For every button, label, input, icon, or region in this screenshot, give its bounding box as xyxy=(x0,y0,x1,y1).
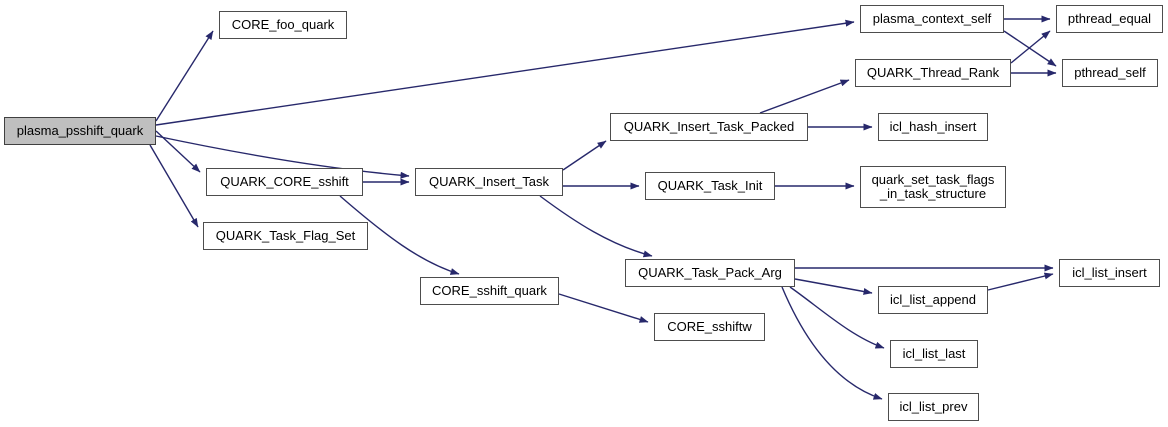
edge-QUARK_Insert_Task-to-QUARK_Task_Pack_Arg xyxy=(539,195,653,258)
node-label-QUARK_Task_Flag_Set: QUARK_Task_Flag_Set xyxy=(215,228,356,243)
edge-plasma_psshift_quark-to-CORE_foo_quark xyxy=(155,30,214,122)
node-label-quark_set_task_flags_in_task_structure: quark_set_task_flags _in_task_structure xyxy=(871,172,995,201)
edge-plasma_context_self-to-pthread_self xyxy=(1003,30,1057,67)
edge-icl_list_append-to-icl_list_insert xyxy=(987,272,1054,291)
node-label-icl_hash_insert: icl_hash_insert xyxy=(889,119,977,134)
node-label-QUARK_CORE_sshift: QUARK_CORE_sshift xyxy=(220,174,349,189)
node-icl_hash_insert[interactable]: icl_hash_insert xyxy=(878,113,988,141)
node-label-QUARK_Thread_Rank: QUARK_Thread_Rank xyxy=(866,65,1000,80)
node-label-plasma_psshift_quark: plasma_psshift_quark xyxy=(16,123,144,138)
node-pthread_equal[interactable]: pthread_equal xyxy=(1056,5,1163,33)
node-label-CORE_sshift_quark: CORE_sshift_quark xyxy=(432,283,547,298)
node-label-icl_list_append: icl_list_append xyxy=(889,292,976,307)
node-QUARK_Thread_Rank[interactable]: QUARK_Thread_Rank xyxy=(855,59,1011,87)
edges-group xyxy=(149,15,1057,400)
node-icl_list_insert[interactable]: icl_list_insert xyxy=(1059,259,1160,287)
node-QUARK_Insert_Task_Packed[interactable]: QUARK_Insert_Task_Packed xyxy=(610,113,808,141)
node-QUARK_CORE_sshift[interactable]: QUARK_CORE_sshift xyxy=(206,168,363,196)
edge-QUARK_Task_Pack_Arg-to-icl_list_append xyxy=(794,278,873,295)
edge-QUARK_Task_Pack_Arg-to-icl_list_prev xyxy=(781,286,883,400)
node-label-QUARK_Insert_Task_Packed: QUARK_Insert_Task_Packed xyxy=(623,119,795,134)
node-label-QUARK_Task_Pack_Arg: QUARK_Task_Pack_Arg xyxy=(638,265,782,280)
edge-QUARK_Thread_Rank-to-pthread_equal xyxy=(1010,30,1051,64)
node-QUARK_Task_Init[interactable]: QUARK_Task_Init xyxy=(645,172,775,200)
node-plasma_context_self[interactable]: plasma_context_self xyxy=(860,5,1004,33)
edge-QUARK_Task_Pack_Arg-to-icl_list_last xyxy=(789,286,885,349)
node-label-icl_list_last: icl_list_last xyxy=(902,346,966,361)
edge-QUARK_Insert_Task_Packed-to-QUARK_Thread_Rank xyxy=(759,79,850,114)
node-QUARK_Task_Pack_Arg[interactable]: QUARK_Task_Pack_Arg xyxy=(625,259,795,287)
node-icl_list_append[interactable]: icl_list_append xyxy=(878,286,988,314)
edge-plasma_psshift_quark-to-QUARK_Insert_Task xyxy=(155,135,410,179)
node-quark_set_task_flags_in_task_structure[interactable]: quark_set_task_flags _in_task_structure xyxy=(860,166,1006,208)
node-icl_list_last[interactable]: icl_list_last xyxy=(890,340,978,368)
node-QUARK_Insert_Task[interactable]: QUARK_Insert_Task xyxy=(415,168,563,196)
node-CORE_foo_quark[interactable]: CORE_foo_quark xyxy=(219,11,347,39)
edge-QUARK_CORE_sshift-to-CORE_sshift_quark xyxy=(339,195,460,275)
node-pthread_self[interactable]: pthread_self xyxy=(1062,59,1158,87)
node-label-QUARK_Task_Init: QUARK_Task_Init xyxy=(657,178,763,193)
node-label-icl_list_insert: icl_list_insert xyxy=(1072,265,1147,280)
node-CORE_sshiftw[interactable]: CORE_sshiftw xyxy=(654,313,765,341)
node-label-icl_list_prev: icl_list_prev xyxy=(899,399,968,414)
edge-plasma_psshift_quark-to-QUARK_Task_Flag_Set xyxy=(149,144,199,228)
edge-CORE_sshift_quark-to-CORE_sshiftw xyxy=(558,293,649,323)
node-icl_list_prev[interactable]: icl_list_prev xyxy=(888,393,979,421)
node-label-plasma_context_self: plasma_context_self xyxy=(872,11,992,26)
node-label-CORE_sshiftw: CORE_sshiftw xyxy=(667,319,752,334)
node-label-CORE_foo_quark: CORE_foo_quark xyxy=(231,17,335,32)
node-plasma_psshift_quark[interactable]: plasma_psshift_quark xyxy=(4,117,156,145)
node-label-pthread_equal: pthread_equal xyxy=(1067,11,1152,26)
node-CORE_sshift_quark[interactable]: CORE_sshift_quark xyxy=(420,277,559,305)
node-label-pthread_self: pthread_self xyxy=(1074,65,1146,80)
edge-plasma_psshift_quark-to-plasma_context_self xyxy=(155,19,855,126)
edge-QUARK_Insert_Task-to-QUARK_Insert_Task_Packed xyxy=(562,140,607,171)
node-label-QUARK_Insert_Task: QUARK_Insert_Task xyxy=(429,174,549,189)
node-QUARK_Task_Flag_Set[interactable]: QUARK_Task_Flag_Set xyxy=(203,222,368,250)
